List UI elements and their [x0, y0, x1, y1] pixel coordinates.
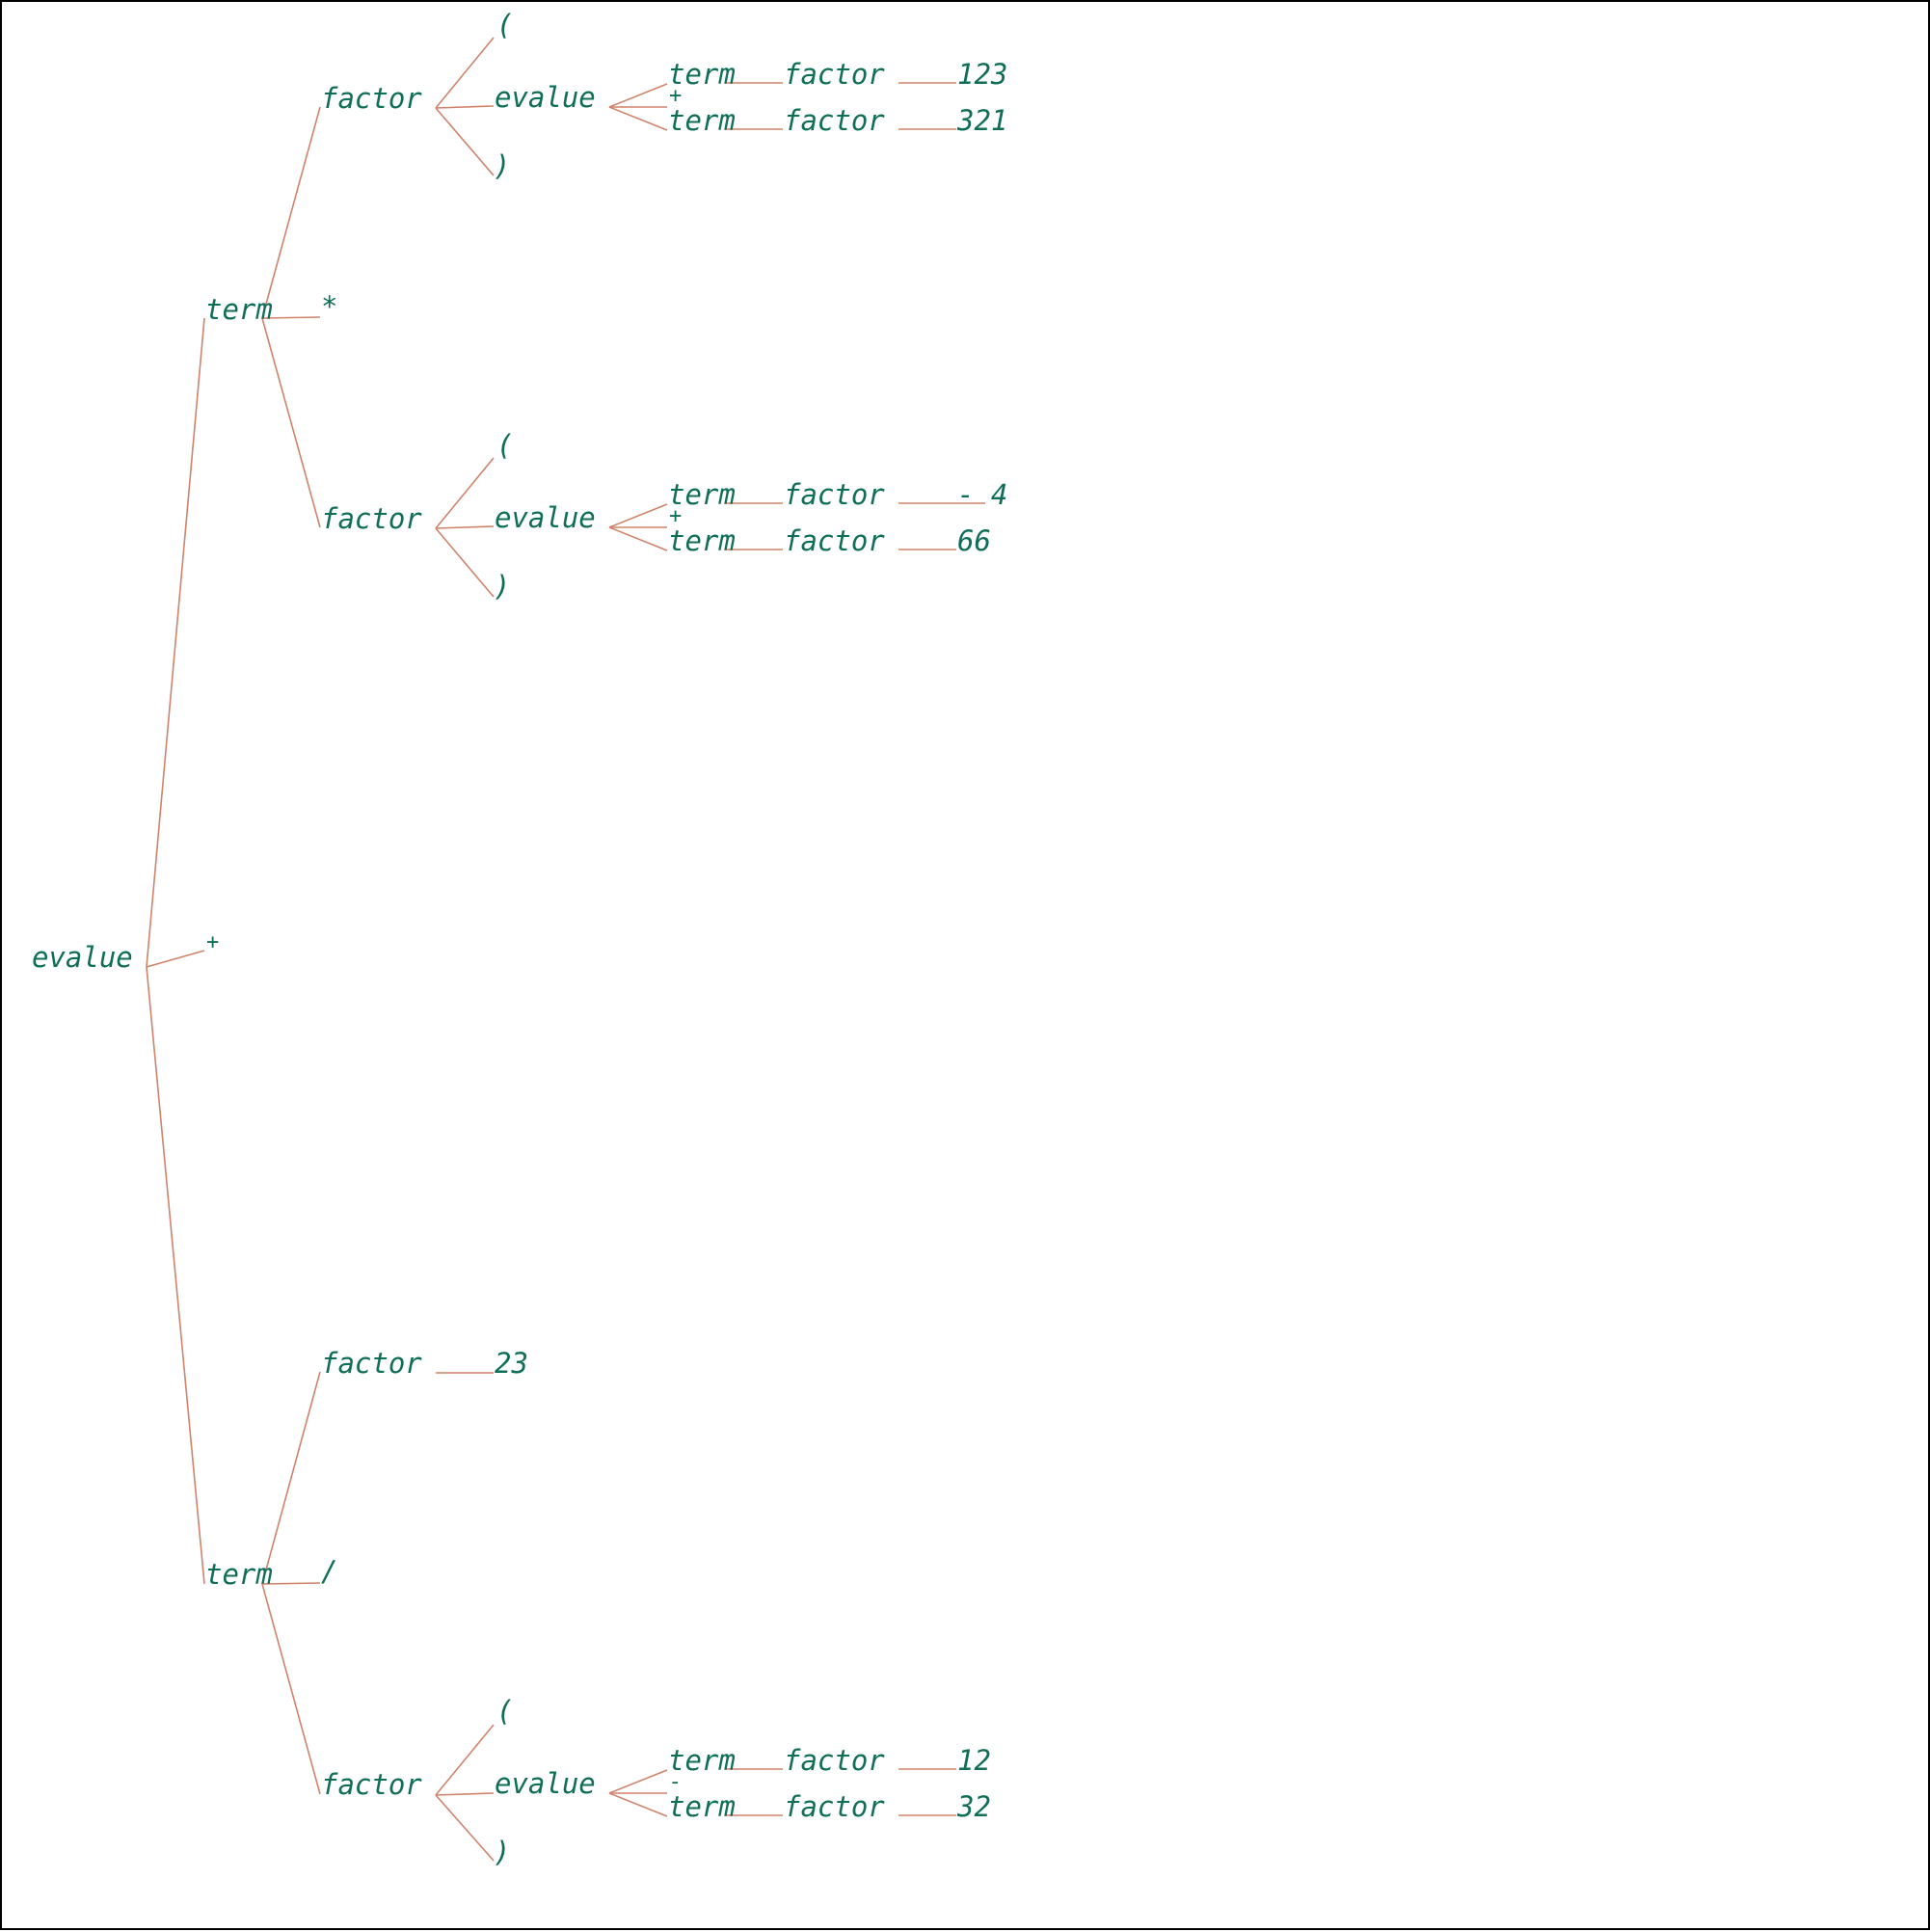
edge: [435, 1792, 495, 1796]
edge: [608, 106, 668, 131]
node-evalue: evalue: [495, 501, 596, 534]
tree-edges: [146, 37, 985, 1862]
node-term: term: [668, 478, 736, 511]
node-slash: /: [321, 1555, 337, 1588]
edge: [608, 503, 668, 528]
node-term: term: [668, 1744, 736, 1777]
edge: [261, 1371, 321, 1585]
edge: [435, 37, 495, 109]
node-value: 23: [495, 1347, 528, 1380]
node-factor: factor: [321, 1768, 422, 1801]
node-plus: +: [669, 504, 682, 528]
edge: [261, 1582, 321, 1585]
node-term: term: [668, 524, 736, 557]
edge: [435, 525, 495, 529]
node-value: 123: [957, 58, 1007, 91]
edge: [261, 316, 321, 319]
node-term: term: [668, 58, 736, 91]
node-value: 12: [957, 1744, 991, 1777]
edge: [435, 105, 495, 109]
node-factor: factor: [784, 104, 885, 137]
node-value: 321: [956, 104, 1007, 137]
edge: [146, 966, 205, 1585]
node-evalue: evalue: [495, 81, 596, 114]
edge: [435, 457, 495, 529]
node-value: - 4: [957, 478, 1007, 511]
edge: [435, 1724, 495, 1796]
node-factor: factor: [321, 1347, 422, 1380]
edge: [435, 527, 495, 598]
node-lparen: (: [496, 1695, 513, 1728]
node-factor: factor: [784, 1744, 885, 1777]
edge: [261, 1583, 321, 1795]
node-minus: -: [669, 1770, 682, 1794]
node-value: 66: [957, 524, 991, 557]
node-term: term: [668, 104, 736, 137]
node-star: *: [321, 290, 337, 323]
edge: [435, 107, 495, 176]
edge: [261, 106, 321, 319]
node-term: term: [205, 293, 273, 326]
node-factor: factor: [784, 58, 885, 91]
node-factor: factor: [784, 478, 885, 511]
edge: [608, 83, 668, 108]
node-plus: +: [669, 84, 682, 108]
node-rparen: ): [494, 1836, 510, 1868]
node-rparen: ): [494, 570, 510, 603]
node-rparen: ): [494, 149, 510, 182]
edge: [435, 1794, 495, 1862]
node-term: term: [205, 1558, 273, 1591]
node-term: term: [668, 1790, 736, 1823]
node-lparen: (: [496, 429, 513, 462]
node-factor: factor: [784, 1790, 885, 1823]
node-lparen: (: [496, 9, 513, 41]
node-value: 32: [956, 1790, 991, 1823]
node-factor: factor: [321, 82, 422, 115]
node-evalue-root: evalue: [32, 941, 133, 974]
edge: [261, 317, 321, 528]
node-factor: factor: [784, 524, 885, 557]
edge: [146, 950, 205, 968]
edge: [608, 526, 668, 551]
edge: [608, 1792, 668, 1817]
node-evalue: evalue: [495, 1767, 596, 1800]
tree-nodes: evalue term + term factor * factor facto…: [32, 9, 1007, 1868]
edge: [146, 317, 205, 968]
node-factor: factor: [321, 502, 422, 535]
edge: [608, 1769, 668, 1794]
node-plus: +: [206, 930, 219, 954]
